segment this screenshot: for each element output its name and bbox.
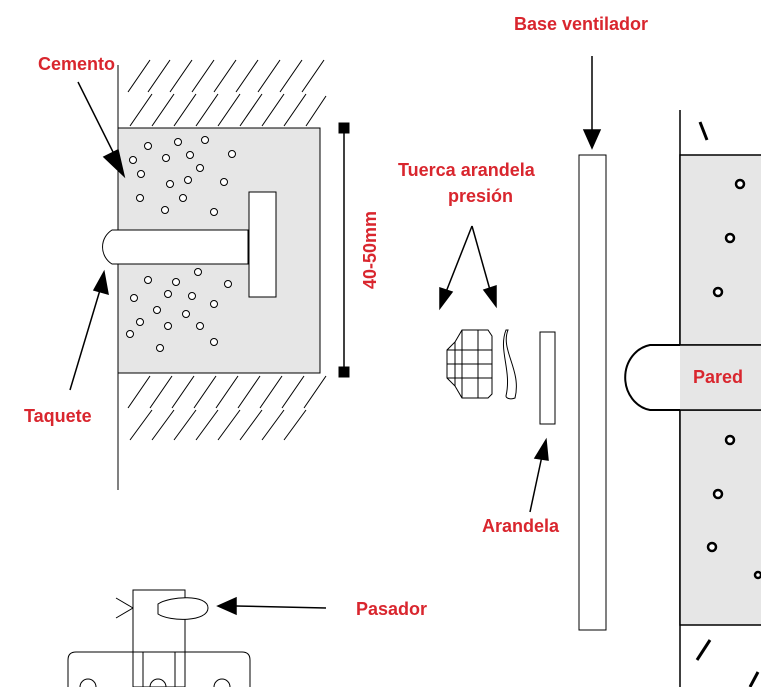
arrows-tuerca — [439, 225, 497, 311]
wall-cement-bottom — [679, 409, 761, 626]
cement-aggregate — [126, 136, 236, 352]
spring-washer — [502, 329, 517, 400]
wall-cement-top — [679, 154, 761, 346]
label-tuerca-line1: Tuerca arandela — [398, 160, 535, 180]
anchor-shaft — [102, 229, 249, 265]
label-tuerca-line2: presión — [448, 186, 514, 206]
arrow-base — [582, 56, 602, 150]
arrows-left — [69, 81, 126, 391]
label-base-ventilador: Base ventilador — [514, 14, 649, 34]
arrow-arandela — [529, 437, 549, 513]
wall-hatch-bottom — [127, 375, 327, 441]
wall-hatch-top — [127, 59, 327, 127]
label-dimension: 40-50mm — [360, 210, 380, 290]
lock-nut — [446, 329, 493, 399]
arrow-pasador — [216, 596, 327, 616]
anchor-head — [248, 191, 277, 298]
label-taquete: Taquete — [24, 406, 92, 426]
wall-anchor-tip — [624, 344, 680, 411]
fan-base-plate — [578, 154, 607, 631]
wall-section-right — [624, 110, 761, 687]
dimension-bar — [338, 122, 350, 378]
label-arandela: Arandela — [482, 516, 560, 536]
wall-anchor-section — [102, 59, 327, 490]
hardware-group — [446, 329, 556, 425]
pin-assembly — [67, 589, 251, 687]
label-cemento: Cemento — [38, 54, 116, 74]
label-pared: Pared — [693, 367, 744, 387]
flat-washer — [539, 331, 556, 425]
label-pasador: Pasador — [356, 599, 428, 619]
